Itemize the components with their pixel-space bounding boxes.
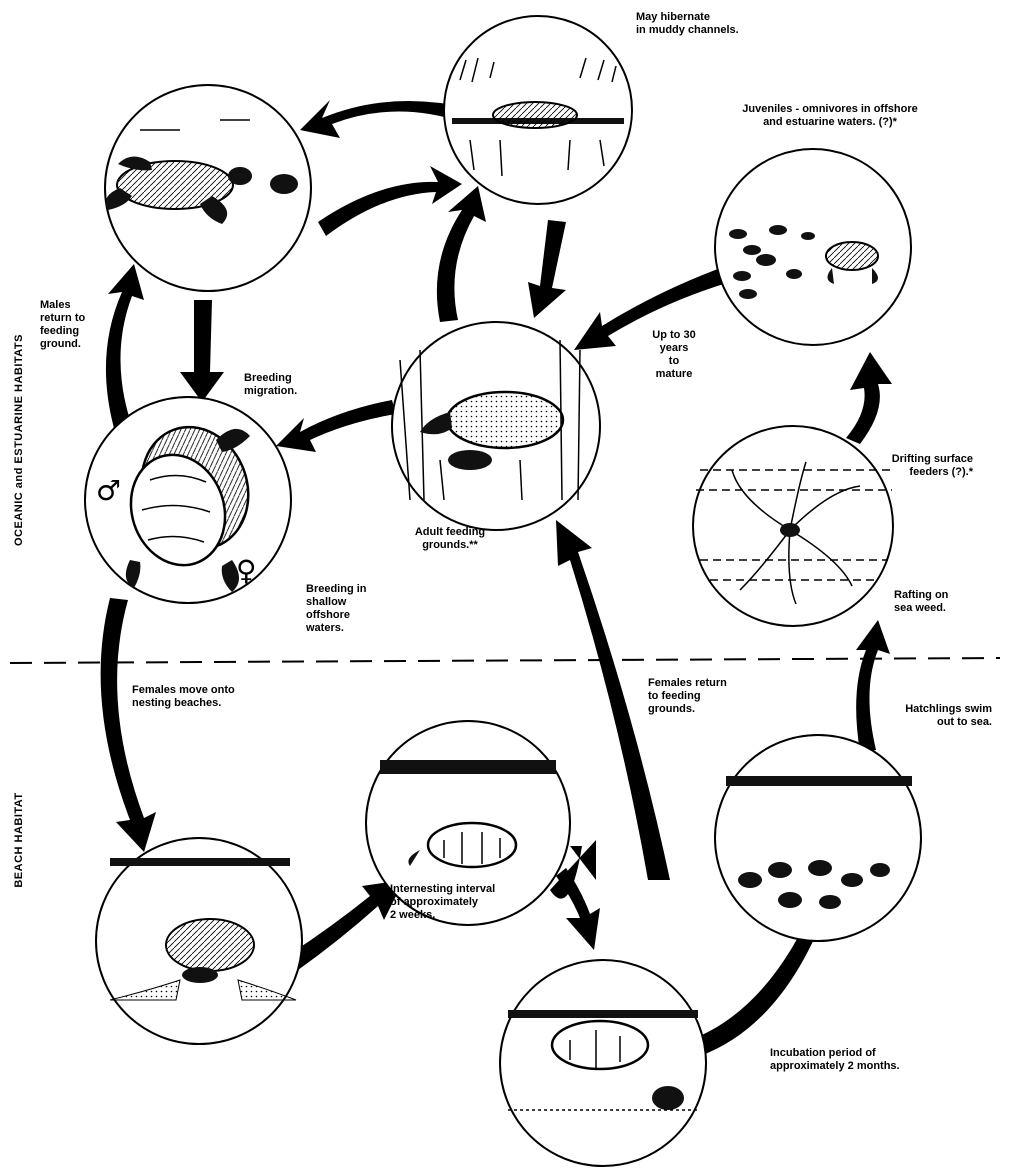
arrow-breeding-migration: [276, 400, 396, 452]
svg-text:May hibernate: May hibernate: [636, 11, 710, 23]
arrow-nesting-to-internesting: [290, 880, 404, 970]
svg-text:in muddy channels.: in muddy channels.: [636, 24, 739, 36]
svg-text:grounds.**: grounds.**: [422, 539, 478, 551]
svg-text:offshore: offshore: [306, 609, 350, 621]
svg-text:Rafting on: Rafting on: [894, 589, 949, 601]
svg-text:to: to: [669, 355, 680, 367]
arrow-females-move: [101, 598, 156, 852]
svg-text:ground.: ground.: [40, 338, 81, 350]
stage-egg-laying: [500, 960, 706, 1166]
svg-text:Adult feeding: Adult feeding: [415, 526, 485, 538]
svg-text:Breeding: Breeding: [244, 372, 292, 384]
oceanic-habitat-label: OCEANIC and ESTUARINE HABITATS: [13, 334, 25, 546]
arrow-raft-to-juvenile: [846, 352, 892, 444]
svg-text:Up to 30: Up to 30: [652, 329, 695, 341]
stage-hatchlings: [715, 735, 921, 941]
stage-juveniles: [715, 149, 911, 345]
svg-text:out to sea.: out to sea.: [937, 716, 992, 728]
stage-hibernate: [444, 16, 632, 204]
svg-text:Females move onto: Females move onto: [132, 684, 235, 696]
svg-text:feeding: feeding: [40, 325, 79, 337]
svg-text:2 weeks.: 2 weeks.: [390, 909, 435, 921]
arrow-feeding-to-hibernate: [437, 186, 486, 322]
svg-text:grounds.: grounds.: [648, 703, 695, 715]
svg-text:waters.: waters.: [305, 622, 344, 634]
stage-rafting: [693, 426, 893, 626]
arrow-hatchlings-to-raft: [856, 620, 890, 752]
svg-text:and estuarine waters. (?)*: and estuarine waters. (?)*: [763, 116, 898, 128]
stage-adult-feeding: [392, 322, 600, 530]
arrow-to-hibernate-circle: [318, 166, 462, 236]
label-juveniles: Juveniles - omnivores in offshore and es…: [742, 103, 917, 128]
svg-text:Juveniles - omnivores in offsh: Juveniles - omnivores in offshore: [742, 103, 917, 115]
svg-text:Males: Males: [40, 299, 71, 311]
label-up-to-30-years: Up to 30 years to mature: [652, 329, 695, 380]
svg-text:Breeding in: Breeding in: [306, 583, 367, 595]
svg-text:Internesting interval: Internesting interval: [390, 883, 495, 895]
arrow-internesting-to-egg-laying-shaft: [556, 868, 600, 950]
svg-text:Incubation period of: Incubation period of: [770, 1047, 876, 1059]
stage-nesting-beach: [96, 838, 302, 1044]
label-breeding-migration: Breeding migration.: [244, 372, 297, 397]
svg-text:nesting beaches.: nesting beaches.: [132, 697, 221, 709]
label-incubation: Incubation period of approximately 2 mon…: [770, 1047, 900, 1072]
svg-text:migration.: migration.: [244, 385, 297, 397]
svg-text:Drifting surface: Drifting surface: [892, 453, 973, 465]
svg-text:return to: return to: [40, 312, 86, 324]
habitat-divider: [10, 658, 1000, 663]
label-hibernate: May hibernate in muddy channels.: [636, 11, 739, 36]
label-females-move: Females move onto nesting beaches.: [132, 684, 235, 709]
svg-text:feeders (?).*: feeders (?).*: [909, 466, 973, 478]
svg-text:Females return: Females return: [648, 677, 727, 689]
arrow-to-top-left-circle: [300, 100, 468, 138]
label-adult-feeding: Adult feeding grounds.**: [415, 526, 485, 551]
stage-adult-swimming: [105, 85, 311, 291]
svg-text:of approximately: of approximately: [390, 896, 479, 908]
svg-text:shallow: shallow: [306, 596, 347, 608]
label-females-return: Females return to feeding grounds.: [648, 677, 727, 715]
svg-text:to feeding: to feeding: [648, 690, 701, 702]
svg-text:years: years: [660, 342, 689, 354]
svg-text:Hatchlings swim: Hatchlings swim: [905, 703, 992, 715]
beach-habitat-label: BEACH HABITAT: [13, 792, 25, 887]
svg-text:approximately 2 months.: approximately 2 months.: [770, 1060, 900, 1072]
male-symbol: ♂: [96, 474, 121, 507]
label-breeding-shallow: Breeding in shallow offshore waters.: [305, 583, 367, 634]
label-males-return: Males return to feeding ground.: [40, 299, 86, 350]
arrow-hibernate-to-feeding: [528, 220, 566, 318]
label-hatchlings: Hatchlings swim out to sea.: [905, 703, 992, 728]
stage-breeding: ♂ ♀: [85, 397, 291, 603]
female-symbol: ♀: [236, 554, 257, 587]
svg-text:mature: mature: [656, 368, 693, 380]
svg-text:sea weed.: sea weed.: [894, 602, 946, 614]
label-rafting: Rafting on sea weed.: [894, 589, 949, 614]
label-drifting: Drifting surface feeders (?).*: [892, 453, 974, 478]
arrow-down-to-breeding: [180, 300, 224, 402]
